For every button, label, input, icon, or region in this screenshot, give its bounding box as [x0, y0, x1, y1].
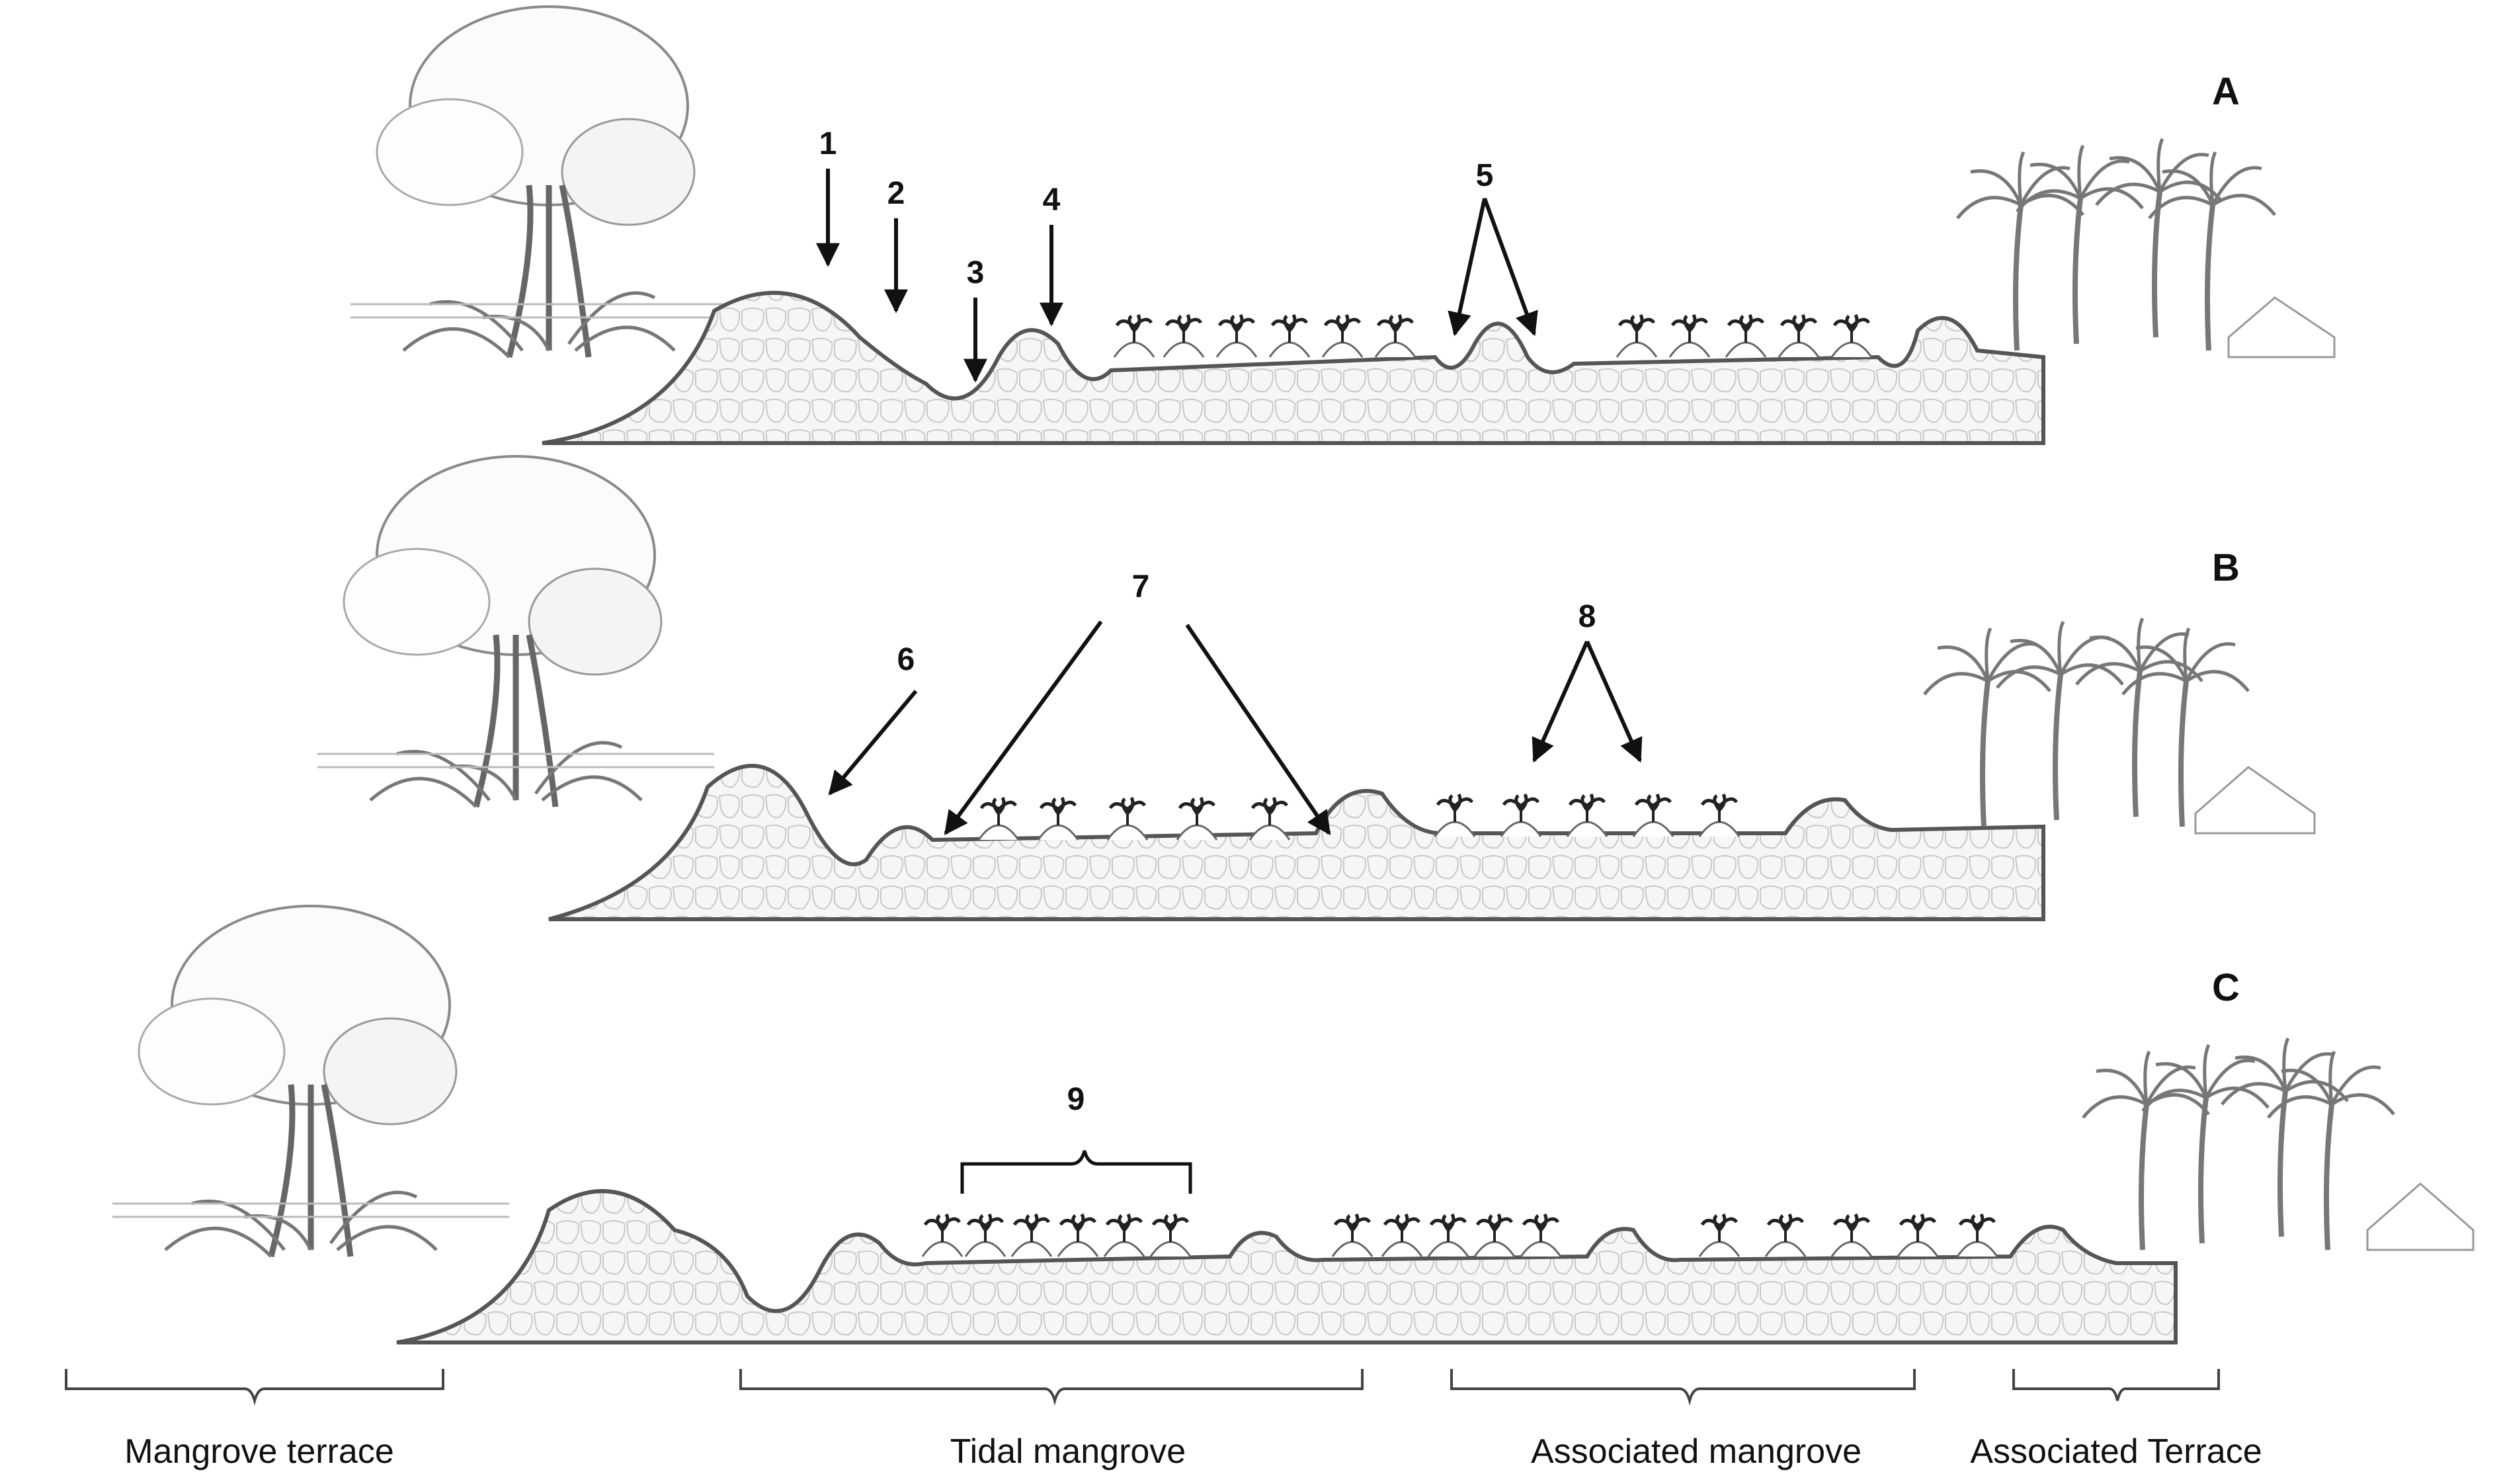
- panel-label-c: C: [2212, 966, 2240, 1009]
- callout-5: 5: [1475, 158, 1494, 193]
- sediment-profile-c: [396, 1189, 2178, 1344]
- callout-arrows-a: [816, 169, 1538, 383]
- seedlings-c: [922, 1214, 1997, 1257]
- callout-7: 7: [1131, 569, 1150, 604]
- callout-9: 9: [1067, 1082, 1085, 1117]
- palm-grove-a: [1957, 139, 2336, 358]
- sediment-profile-b: [548, 764, 2045, 921]
- callout-1: 1: [819, 126, 837, 161]
- panel-a: [350, 7, 2336, 445]
- mangrove-tree-icon: [350, 7, 747, 357]
- zone-label-mangrove-terrace: Mangrove terrace: [124, 1432, 394, 1471]
- sediment-profile-a: [542, 290, 2045, 445]
- mangrove-tree-icon: [317, 456, 714, 807]
- mangrove-tree-icon: [112, 906, 509, 1257]
- zone-brackets: [65, 1369, 2220, 1406]
- callout-4: 4: [1042, 183, 1061, 218]
- zone-label-tidal-mangrove: Tidal mangrove: [950, 1432, 1186, 1471]
- bracket-mangrove-terrace: [65, 1369, 444, 1406]
- callout-3: 3: [966, 255, 985, 290]
- zone-label-associated-terrace: Associated Terrace: [1970, 1432, 2262, 1471]
- palm-grove-c: [2083, 1038, 2475, 1250]
- bracket-tidal-mangrove: [739, 1369, 1364, 1406]
- palm-grove-b: [1924, 618, 2316, 835]
- bracket-associated-terrace: [2012, 1369, 2220, 1401]
- bracket-9: [960, 1150, 1192, 1194]
- callout-arrows-b: [828, 620, 1643, 835]
- panel-b: [317, 456, 2316, 921]
- bracket-associated-mangrove: [1450, 1369, 1916, 1406]
- zone-label-associated-mangrove: Associated mangrove: [1530, 1432, 1862, 1471]
- callout-6: 6: [897, 642, 915, 677]
- panel-label-a: A: [2212, 70, 2240, 113]
- panel-c: [112, 906, 2475, 1344]
- panel-label-b: B: [2212, 546, 2240, 589]
- callout-2: 2: [887, 176, 905, 211]
- callout-8: 8: [1578, 599, 1596, 634]
